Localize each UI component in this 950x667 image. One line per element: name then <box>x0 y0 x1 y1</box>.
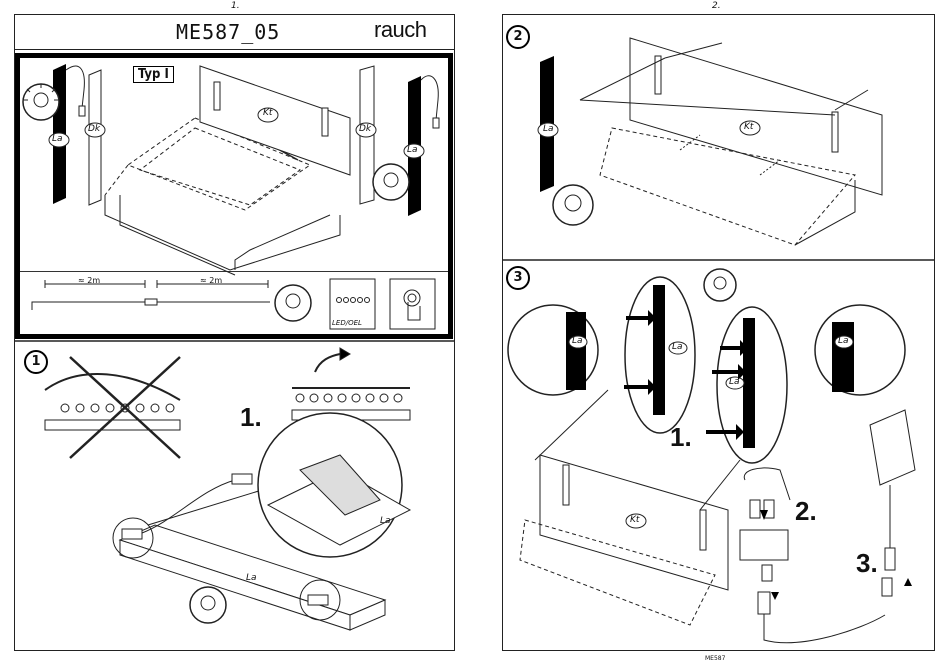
overview-la-right-label: La <box>407 145 418 155</box>
step-1-sub-label: 1. <box>240 402 262 433</box>
step-2-kt-label: Kt <box>744 122 753 132</box>
cable-diagram <box>32 280 270 310</box>
overview-dk-right-label: Dk <box>359 124 371 134</box>
overview-kt-label: Kt <box>263 108 272 118</box>
step-1-badge: 1 <box>24 350 48 374</box>
step-2-la-label: La <box>543 124 554 134</box>
correct-peel-illustration <box>292 348 410 420</box>
step-3-la-label-2: La <box>672 342 683 352</box>
overview-dk-left-label: Dk <box>88 124 100 134</box>
led-oel-label: LED/OEL <box>332 319 362 327</box>
step-2-badge: 2 <box>506 25 530 49</box>
step-3-la-label-1: La <box>572 336 583 346</box>
cable-length-left: ≈ 2m <box>78 276 100 285</box>
cable-length-right: ≈ 2m <box>200 276 222 285</box>
step-3-la-label-4: La <box>838 336 849 346</box>
step-3-sub-label-2: 2. <box>795 496 817 527</box>
step-1-la-detail-label: La <box>380 516 391 526</box>
step-3-sub-label-1: 1. <box>670 422 692 453</box>
step-3-badge: 3 <box>506 266 530 290</box>
step-3-sub-label-3: 3. <box>856 548 878 579</box>
wrong-peel-illustration <box>45 357 180 458</box>
step-3-la-label-3: La <box>729 377 740 387</box>
step-3-kt-label: Kt <box>630 515 639 525</box>
touch-icon <box>390 279 435 329</box>
overview-la-left-label: La <box>52 134 63 144</box>
step-1-la-label: La <box>246 573 257 583</box>
footer-code: ME587 <box>705 655 725 662</box>
